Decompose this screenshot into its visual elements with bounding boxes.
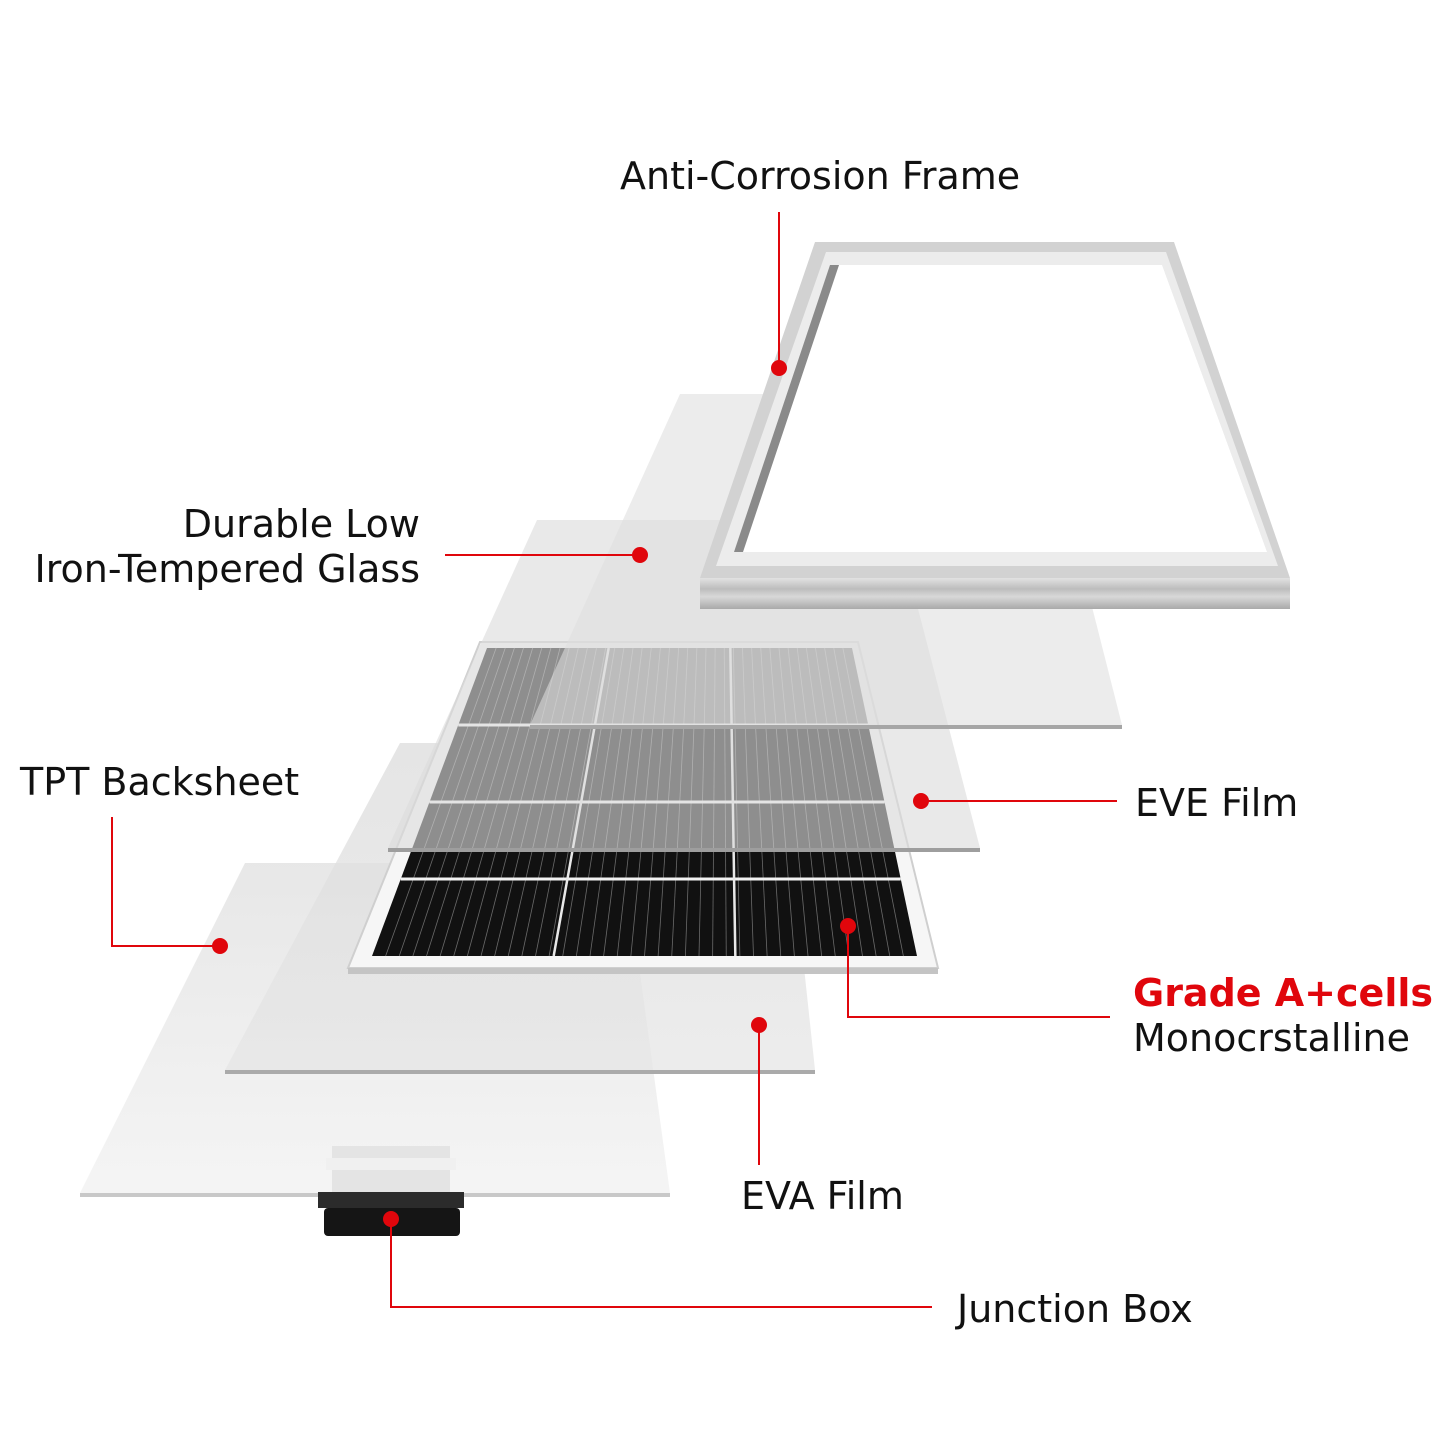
glass-label-line2: Iron-Tempered Glass — [34, 547, 420, 591]
glass-marker-dot — [632, 547, 648, 563]
eva-marker-dot — [751, 1017, 767, 1033]
junction-box-label: Junction Box — [957, 1287, 1193, 1331]
cells-type-label: Monocrstalline — [1133, 1016, 1411, 1060]
backsheet-label: TPT Backsheet — [20, 760, 300, 804]
cells-marker-dot — [840, 918, 856, 934]
eve-marker-dot — [913, 793, 929, 809]
frame-marker-dot — [771, 360, 787, 376]
cells-label: Grade A+cells Monocrstalline — [1133, 971, 1433, 1061]
cells-leader-line — [847, 926, 1110, 1018]
anti-corrosion-frame — [700, 242, 1290, 609]
eve-film-label: EVE Film — [1135, 781, 1299, 825]
glass-label-line1: Durable Low — [182, 502, 420, 546]
callout-dots — [212, 360, 929, 1227]
cells-grade-label: Grade A+cells — [1133, 971, 1433, 1015]
junction-marker-dot — [383, 1211, 399, 1227]
callout-lines — [111, 212, 1117, 1308]
glass-label: Durable Low Iron-Tempered Glass — [0, 502, 420, 592]
backsheet-marker-dot — [212, 938, 228, 954]
frame-label: Anti-Corrosion Frame — [620, 154, 1021, 198]
backsheet-leader-line — [111, 817, 220, 947]
junction-leader-line — [390, 1219, 932, 1308]
eva-film-label: EVA Film — [741, 1174, 904, 1218]
